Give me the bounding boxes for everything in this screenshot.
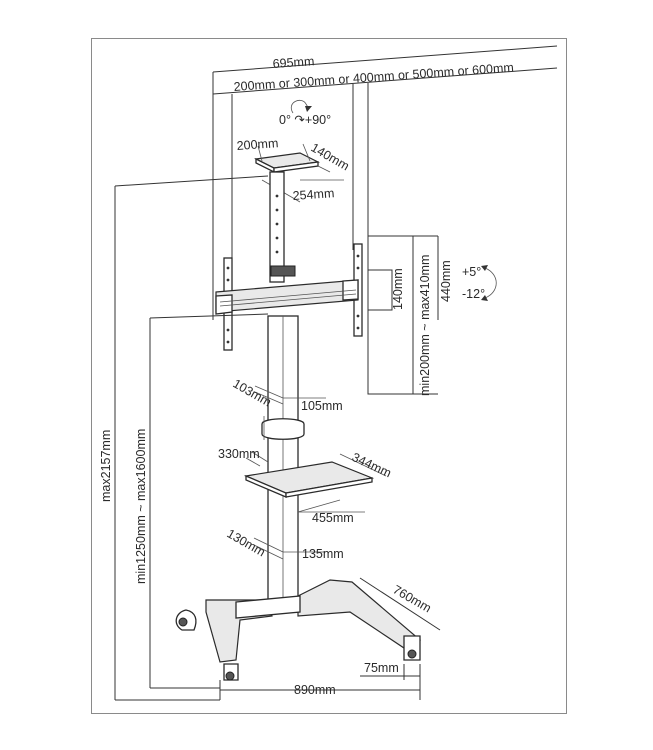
base-dimension-lines: [219, 577, 441, 700]
label-rotate: 0° ↷+90°: [279, 113, 331, 127]
label-tray-depth: 140mm: [309, 140, 352, 173]
label-top-width: 695mm: [272, 54, 315, 71]
height-dimension-lines: [114, 175, 269, 701]
tilt-arrow-icon: [484, 267, 497, 299]
top-camera-tray: [253, 143, 344, 203]
upper-mast: [269, 171, 296, 283]
label-clamp2-a: 130mm: [225, 526, 268, 559]
label-clamp2-b: 135mm: [302, 547, 344, 561]
middle-shelf: [243, 451, 387, 513]
bracket-dimension-lines: [367, 235, 439, 395]
label-tray-length: 254mm: [292, 186, 335, 203]
tv-bracket: [215, 243, 363, 351]
label-tilt-up: +5°: [462, 265, 481, 279]
label-tilt-down: -12°: [462, 287, 485, 301]
label-bracket-height: 440mm: [439, 260, 453, 302]
rolling-base: [175, 579, 422, 681]
label-shelf-length: 455mm: [312, 511, 354, 525]
label-bracket-small: 140mm: [391, 268, 405, 310]
cable-clamp-lower: [253, 537, 325, 560]
diagram-frame: [91, 38, 567, 714]
rotation-arrow-icon: [290, 100, 310, 114]
label-tray-width: 200mm: [236, 136, 279, 153]
label-base-depth: 760mm: [391, 582, 434, 615]
label-clamp1-a: 103mm: [231, 376, 274, 409]
main-column: [267, 315, 299, 607]
label-max-height: max2157mm: [99, 430, 113, 502]
rotation-arrowhead: [305, 106, 312, 112]
label-base-width: 890mm: [294, 683, 336, 697]
label-clamp1-b: 105mm: [301, 399, 343, 413]
cable-clamp-upper: [254, 385, 326, 440]
label-base-wheel: 75mm: [364, 661, 399, 675]
label-vesa-height: min200mm ~ max410mm: [418, 255, 432, 396]
label-shelf-width: 330mm: [218, 447, 260, 461]
label-height-range: min1250mm ~ max1600mm: [134, 429, 148, 584]
